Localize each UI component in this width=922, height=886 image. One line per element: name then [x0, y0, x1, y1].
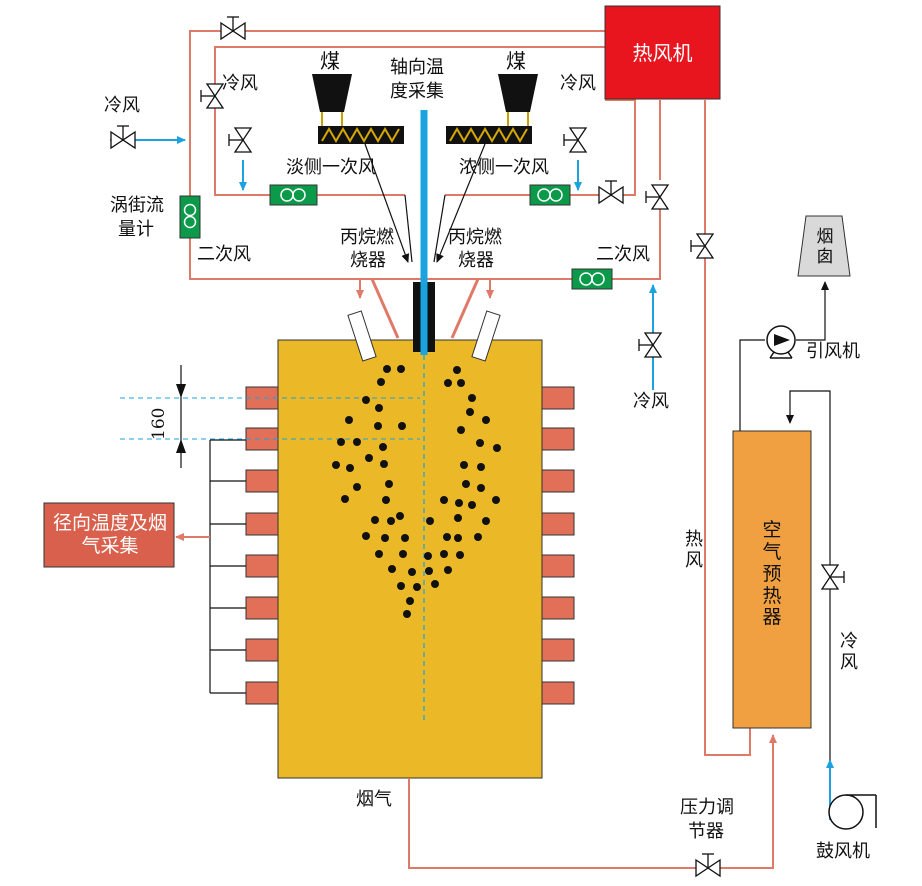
preheater-to-fan	[739, 339, 765, 431]
pressure-regulator-label-line2: 节器	[688, 821, 724, 842]
air-preheater-label: 空气预热器	[762, 519, 782, 629]
coal-hopper-icon	[312, 74, 538, 126]
propane-burner-left-label-line1: 丙烷燃	[340, 227, 394, 248]
propane-burner-right-label-line2: 烧器	[458, 250, 494, 271]
cold-air-preheater-label: 冷风	[840, 631, 858, 673]
blower-label: 鼓风机	[816, 841, 870, 862]
propane-feed-left	[370, 278, 400, 339]
flue-gas-pipe	[408, 778, 700, 869]
radial-sampling-label: 径向温度及烟气采集	[52, 512, 167, 557]
axial-temp-label-line2: 度采集	[390, 81, 444, 102]
secondary-air-right-label: 二次风	[596, 244, 650, 265]
furnace-body	[277, 339, 543, 779]
hot-air-piping	[189, 30, 751, 756]
hot-air-label: 热风	[685, 529, 703, 571]
feed-line-left	[364, 143, 410, 263]
lean-primary-air-label: 淡侧一次风	[286, 157, 376, 178]
vortex-meter-label-line2: 量计	[118, 219, 154, 240]
air-preheater-box	[732, 430, 812, 729]
fan-to-chimney	[796, 281, 829, 341]
lean-air-to-burner	[404, 194, 413, 263]
chimney-icon	[797, 215, 851, 277]
secondary-air-left-label: 二次风	[197, 244, 251, 265]
particle-icon	[332, 365, 501, 618]
coal-right-label: 煤	[506, 49, 526, 73]
fan-icon	[766, 325, 796, 359]
cold-air-bottom-label: 冷风	[633, 391, 669, 412]
chimney-label: 烟囱	[816, 227, 834, 267]
cold-air-inlet-label: 冷风	[104, 95, 140, 116]
sampling-manifold	[209, 439, 246, 694]
induced-fan-label: 引风机	[806, 341, 860, 362]
cold-air-top-right-label: 冷风	[560, 73, 596, 94]
hot-fan-label: 热风机	[632, 40, 693, 65]
axial-temp-label-line1: 轴向温	[390, 57, 444, 78]
coal-left-label: 煤	[320, 49, 340, 73]
dimension-160	[120, 365, 420, 468]
valve-icon	[110, 16, 845, 878]
vortex-meter-label-line1: 涡街流	[110, 195, 164, 216]
side-ports	[245, 386, 575, 705]
propane-feed-right	[450, 278, 480, 339]
pressure-regulator-label-line1: 压力调	[680, 797, 734, 818]
flue-gas-to-preheater	[716, 734, 777, 869]
hot-fan-box	[604, 5, 721, 100]
rich-air-to-burner	[433, 194, 446, 263]
feed-line-right	[436, 143, 486, 263]
flue-gas-label: 烟气	[356, 789, 392, 810]
radial-sampling-box	[43, 502, 175, 568]
cold-air-top-left-label: 冷风	[222, 73, 258, 94]
rich-primary-air-label: 浓侧一次风	[459, 157, 549, 178]
flow-meter-icon	[179, 184, 613, 290]
propane-burner-right-label-line1: 丙烷燃	[448, 227, 502, 248]
screw-feeder-icon	[318, 126, 532, 144]
dimension-160-label: 160	[149, 407, 169, 440]
propane-burner-left-label-line2: 烧器	[350, 250, 386, 271]
blower-icon	[828, 794, 877, 830]
